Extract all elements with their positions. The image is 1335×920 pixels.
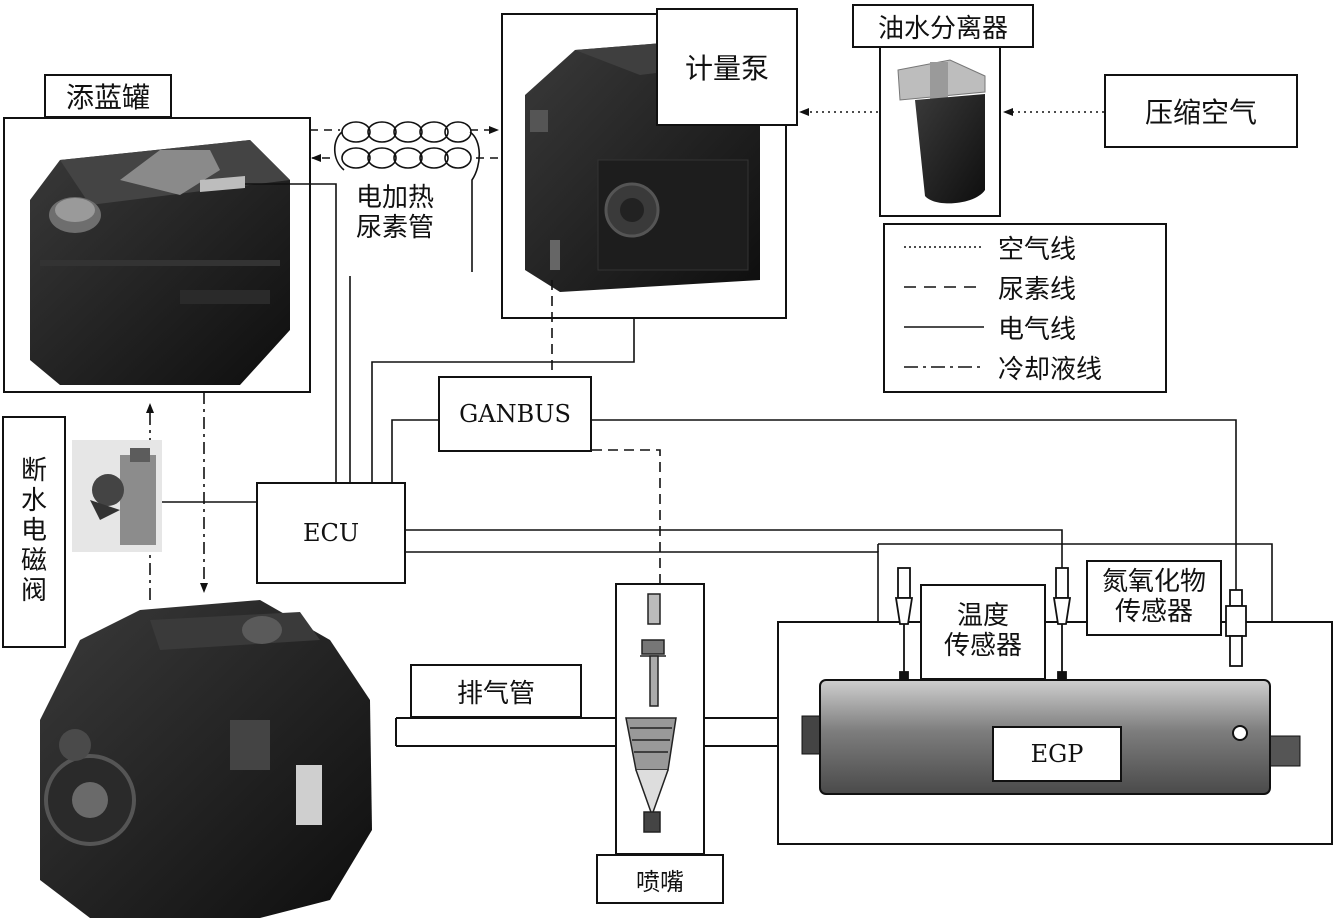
heated-pipe-label-line2: 尿素管: [356, 212, 435, 243]
tank-label: 添蓝罐: [44, 74, 172, 118]
valve-label-char2: 水: [20, 486, 47, 517]
sensor-probes: [894, 567, 1247, 681]
heated-pipe-coils: [310, 121, 499, 272]
electric-line-swatch: [904, 326, 984, 328]
nozzle-image: [625, 593, 677, 833]
legend-frame: [883, 223, 1167, 393]
heated-pipe-label: 电加热 尿素管: [352, 183, 439, 244]
legend: 空气线 尿素线 电气线 冷却液线: [904, 228, 1162, 388]
temp-sensor-label: 温度 传感器: [920, 584, 1046, 680]
valve-label-char4: 磁: [20, 545, 47, 576]
legend-item-air: 空气线: [904, 230, 1077, 265]
nox-sensor-label-line2: 传感器: [1114, 597, 1193, 627]
temp-sensor-label-line1: 温度: [956, 601, 1009, 632]
coolant-line-swatch: [904, 366, 984, 368]
compressed-air-label: 压缩空气: [1104, 74, 1298, 148]
legend-item-urea: 尿素线: [904, 270, 1077, 305]
temp-sensor-label-line2: 传感器: [943, 631, 1022, 661]
urea-line-swatch: [904, 286, 984, 288]
valve-label-char5: 阀: [20, 575, 47, 606]
legend-item-coolant: 冷却液线: [904, 350, 1103, 385]
nox-sensor-label: 氮氧化物 传感器: [1086, 560, 1222, 636]
air-line-swatch: [904, 246, 984, 248]
ecu-label: ECU: [256, 482, 406, 584]
valve-image: [72, 440, 162, 552]
valve-label-char3: 电: [20, 516, 47, 547]
egp-label: EGP: [992, 726, 1122, 782]
tank-image: [30, 140, 290, 385]
nozzle-label: 喷嘴: [596, 854, 724, 904]
separator-label: 油水分离器: [852, 4, 1034, 48]
legend-urea-label: 尿素线: [998, 274, 1077, 305]
legend-item-electric: 电气线: [904, 310, 1077, 345]
nox-sensor-label-line1: 氮氧化物: [1101, 567, 1206, 598]
ganbus-label: GANBUS: [438, 376, 592, 452]
valve-label-char1: 断: [20, 456, 47, 487]
heated-pipe-label-line1: 电加热: [356, 183, 435, 213]
legend-coolant-label: 冷却液线: [998, 354, 1103, 385]
exhaust-pipe-label: 排气管: [410, 664, 582, 718]
separator-image: [897, 59, 986, 204]
legend-air-label: 空气线: [998, 234, 1077, 265]
engine-image: [40, 600, 372, 918]
pump-label: 计量泵: [656, 8, 798, 126]
valve-label: 断 水 电 磁 阀: [2, 416, 66, 648]
legend-electric-label: 电气线: [998, 314, 1077, 345]
